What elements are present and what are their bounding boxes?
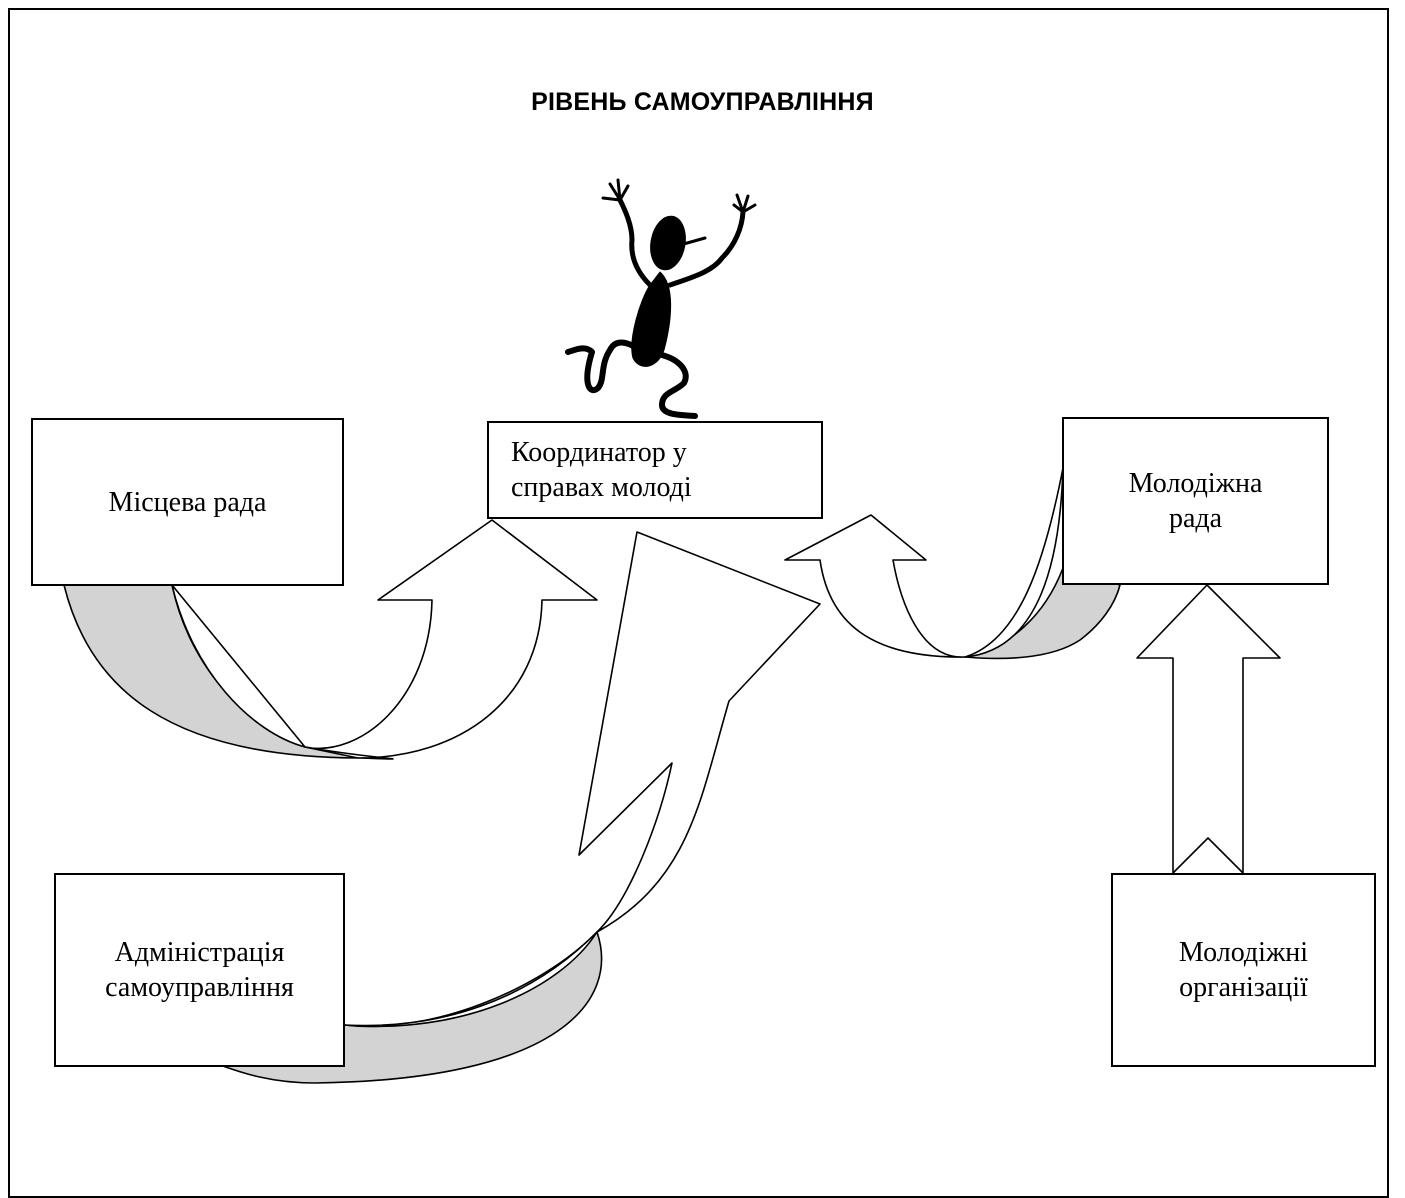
node-administration: Адміністрація самоуправління [54, 873, 345, 1067]
node-local-council: Місцева рада [31, 418, 344, 586]
arrow-body [784, 467, 1064, 658]
arrow-youth-organizations-to-youth-council [1136, 584, 1281, 874]
node-youth-organizations-label: Молодіжні організації [1178, 937, 1309, 1003]
arrow-local-council-to-coordinator [63, 519, 598, 760]
node-administration-label: Адміністрація самоуправління [105, 937, 294, 1003]
diagram-title: РІВЕНЬ САМОУПРАВЛІННЯ [531, 88, 874, 116]
arrow-administration-to-coordinator [222, 531, 821, 1084]
jumping-person-icon [565, 178, 757, 419]
node-local-council-label: Місцева рада [108, 486, 267, 518]
arrow-body [343, 531, 821, 1028]
node-youth-organizations: Молодіжні організації [1111, 873, 1376, 1067]
arrow-youth-council-to-coordinator [784, 467, 1121, 660]
node-youth-council: Молодіжна рада [1062, 417, 1329, 585]
node-coordinator: Координатор у справах молоді [487, 421, 823, 519]
arrow-shadow-band [222, 931, 603, 1084]
node-coordinator-label: Координатор у справах молоді [511, 437, 692, 503]
arrow-body [171, 519, 598, 760]
node-youth-council-label: Молодіжна рада [1128, 468, 1263, 534]
arrow-body [1136, 584, 1281, 874]
arrow-shadow-band [964, 567, 1121, 660]
